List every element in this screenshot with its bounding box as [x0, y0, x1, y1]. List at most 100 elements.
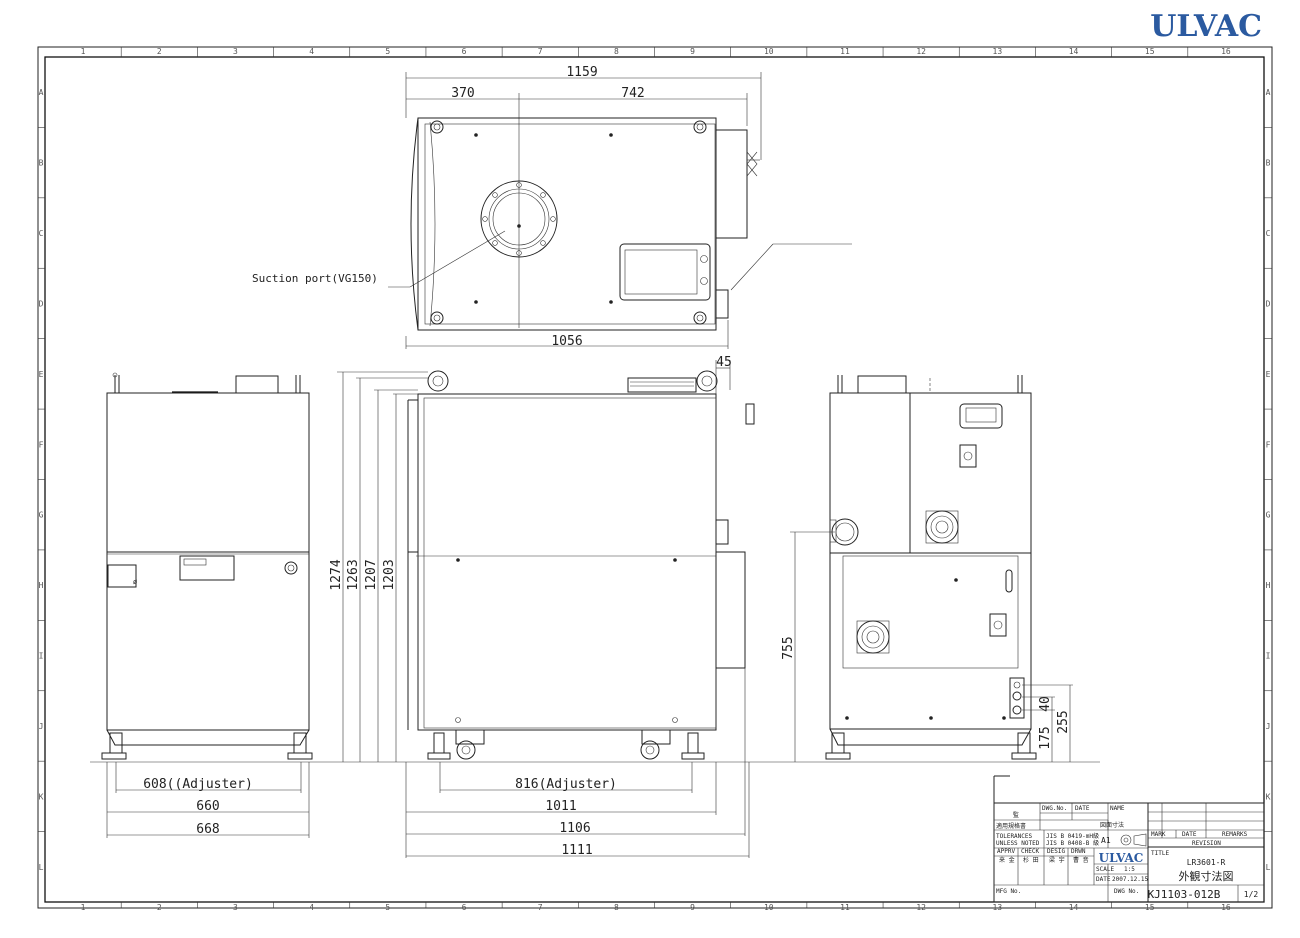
grid-column-label: 10 — [764, 47, 774, 56]
tb-tolerance-2: UNLESS NOTED — [996, 840, 1040, 847]
tb-date-value: 2007.12.15 — [1112, 876, 1149, 883]
dim-side-1011: 1011 — [545, 799, 576, 814]
dim-top-1056: 1056 — [551, 334, 582, 349]
flange-bolt — [482, 216, 488, 222]
grid-row-label: C — [39, 229, 44, 238]
svg-text:ø: ø — [133, 578, 138, 586]
outer-frame — [37, 46, 1273, 909]
grid-row-label: A — [39, 88, 44, 97]
dim-front-668: 668 — [196, 822, 219, 837]
grid-row-label: D — [39, 299, 44, 308]
grid-row-label: J — [39, 722, 44, 731]
callout-suction-port: Suction port(VG150) — [252, 272, 378, 285]
projection-symbol-icon — [1120, 834, 1132, 846]
tb-scale-value: 1:5 — [1124, 866, 1135, 873]
tb-role-apprv: APPRV — [997, 848, 1015, 855]
grid-row-label: F — [1266, 440, 1271, 449]
tb-standard-2: JIS B 0408-B 級 — [1046, 839, 1099, 847]
grid-row-label: B — [1266, 159, 1271, 168]
grid-column-label: 4 — [309, 47, 314, 56]
inner-frame — [44, 56, 1265, 903]
grid-row-label: E — [39, 370, 44, 379]
tb-mfg-label: MFG No. — [996, 888, 1021, 895]
grid-column-label: 13 — [993, 903, 1003, 912]
tb-drawing-number: KJ1103-012B — [1148, 888, 1221, 901]
grid-row-label: I — [1266, 652, 1271, 661]
grid-row-label: I — [39, 652, 44, 661]
tb-size-value: A1 — [1101, 836, 1111, 845]
grid-row-label: A — [1266, 88, 1271, 97]
tb-role-desig: DESIG — [1047, 848, 1065, 855]
grid-column-label: 9 — [690, 47, 695, 56]
flange-bolt — [492, 192, 498, 198]
grid-row-label: E — [1266, 370, 1271, 379]
grid-row-label: K — [1266, 792, 1271, 801]
grid-column-label: 1 — [81, 47, 86, 56]
side-view: 1274 1263 1207 1203 45 — [329, 355, 755, 858]
grid-column-label: 14 — [1069, 47, 1079, 56]
tb-dwgno-label: DWG.No. — [1042, 805, 1067, 812]
tb-model: LR3601-R — [1187, 858, 1226, 867]
grid-column-label: 13 — [993, 47, 1003, 56]
dim-front-608-adjuster: 608((Adjuster) — [143, 777, 253, 792]
top-view: 1159 370 742 — [252, 65, 852, 349]
tb-standard-1: JIS B 0419-mH級 — [1046, 832, 1099, 840]
tb-sheet: 1/2 — [1244, 890, 1259, 899]
tb-revision-label: REVISION — [1192, 840, 1221, 847]
grid-row-label: C — [1266, 229, 1271, 238]
flange-bolt — [540, 240, 546, 246]
grid-column-label: 2 — [157, 47, 162, 56]
grid-column-label: 8 — [614, 47, 619, 56]
dim-side-1106: 1106 — [559, 821, 590, 836]
tb-name-desig: 梁 宇 — [1049, 856, 1065, 864]
grid-column-label: 2 — [157, 903, 162, 912]
grid-column-label: 16 — [1221, 47, 1231, 56]
grid-column-label: 5 — [385, 903, 390, 912]
grid-row-label: K — [39, 792, 44, 801]
front-view: ø 608((Adjuster) 660 668 — [90, 372, 1100, 838]
grid-column-label: 10 — [764, 903, 774, 912]
tb-name-apprv: 来 金 — [999, 856, 1015, 864]
tb-role-check: CHECK — [1021, 848, 1039, 855]
grid-column-label: 12 — [916, 903, 926, 912]
grid-row-label: B — [39, 159, 44, 168]
grid-column-label: 11 — [840, 903, 850, 912]
tb-name-label: NAME — [1110, 805, 1125, 812]
grid-column-label: 11 — [840, 47, 850, 56]
tb-company-logo: ULVAC — [1099, 851, 1144, 865]
dim-side-1207: 1207 — [364, 559, 379, 590]
dim-side-1203: 1203 — [382, 559, 397, 590]
tb-date-label: DATE — [1075, 805, 1090, 812]
grid-column-label: 8 — [614, 903, 619, 912]
flange-bolt — [516, 250, 522, 256]
grid-row-label: J — [1266, 722, 1271, 731]
title-block: 監 DWG.No. DATE NAME 適用規格書 TOLERANCES UNL… — [993, 775, 1265, 903]
tb-dwg-label: DWG No. — [1114, 888, 1139, 895]
flange-bolt — [516, 182, 522, 188]
grid-row-label: F — [39, 440, 44, 449]
flange-bolt — [550, 216, 556, 222]
dim-front-660: 660 — [196, 799, 219, 814]
grid-column-label: 9 — [690, 903, 695, 912]
grid-column-label: 4 — [309, 903, 314, 912]
tb-drawing-title: 外観寸法図 — [1179, 869, 1234, 883]
dim-side-1263: 1263 — [346, 559, 361, 590]
grid-column-label: 12 — [916, 47, 926, 56]
tb-date-col-label: DATE — [1182, 831, 1197, 838]
dim-rear-175: 175 — [1038, 726, 1053, 749]
grid-column-label: 6 — [462, 903, 467, 912]
grid-column-label: 15 — [1145, 903, 1155, 912]
grid-column-label: 7 — [538, 903, 543, 912]
grid-ticks — [38, 47, 1272, 908]
tb-size-label: 図面寸法 — [1100, 821, 1124, 829]
grid-column-label: 16 — [1221, 903, 1231, 912]
grid-row-label: G — [39, 511, 44, 520]
flange-bolts — [482, 182, 556, 256]
dim-side-45: 45 — [716, 355, 732, 370]
rear-view: 755 175 40 255 — [781, 375, 1073, 762]
grid-row-label: H — [1266, 581, 1271, 590]
